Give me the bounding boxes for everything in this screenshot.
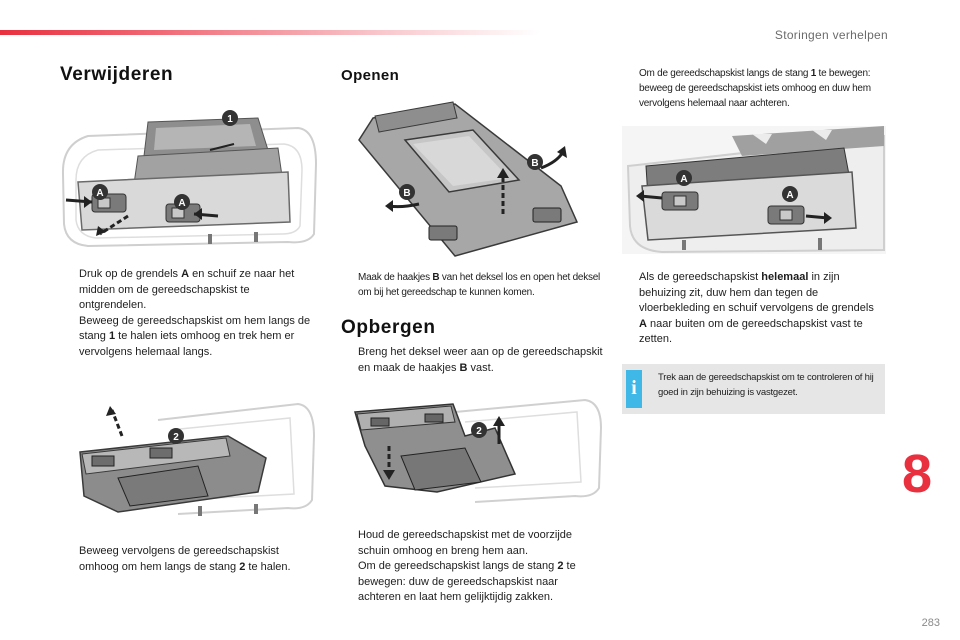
remove-steps: Druk op de grendels A en schuif ze naar … [62, 267, 312, 360]
figure-lock-latches: A A [622, 126, 886, 254]
store-step-3: Om de gereedschapskist langs de stang 2 … [358, 560, 576, 603]
right-top-step: Om de gereedschapskist langs de stang 1 … [639, 68, 871, 109]
label-2: 2 [173, 432, 179, 443]
info-icon: i [626, 370, 642, 408]
store-step-2: Houd de gereedschapskist met de voorzijd… [358, 529, 573, 557]
store-step-1: Breng het deksel weer aan op de gereedsc… [358, 346, 603, 374]
label-a-right: A [178, 198, 185, 209]
figure-remove-latches: A A 1 [58, 104, 320, 254]
label-a-right: A [786, 190, 793, 201]
label-b-right: B [531, 158, 538, 169]
chapter-number: 8 [902, 444, 933, 504]
figure-remove-lift: 2 [58, 396, 320, 526]
label-2: 2 [476, 426, 482, 437]
label-a-left: A [680, 174, 687, 185]
remove-step-1: Druk op de grendels A en schuif ze naar … [79, 268, 295, 311]
open-step: Maak de haakjes B van het deksel los en … [358, 272, 600, 298]
figure-open-lid: B B [345, 96, 605, 266]
heading-remove: Verwijderen [60, 64, 174, 85]
label-b-left: B [403, 188, 410, 199]
figure-store-box: 2 [345, 396, 607, 506]
remove-step-3: Beweeg vervolgens de gereedschapskist om… [79, 545, 291, 573]
label-a-left: A [96, 188, 103, 199]
section-title: Storingen verhelpen [774, 28, 888, 42]
header-accent-bar [0, 30, 540, 35]
label-1: 1 [227, 114, 233, 125]
heading-store: Opbergen [341, 317, 436, 338]
store-steps: Houd de gereedschapskist met de voorzijd… [341, 528, 603, 606]
right-step: Als de gereedschapskist helemaal in zijn… [639, 271, 874, 345]
remove-step-2: Beweeg de gereedschapskist om hem langs … [79, 314, 311, 358]
info-box: i Trek aan de gereedschapskist om te con… [622, 364, 885, 414]
info-text: Trek aan de gereedschapskist om te contr… [658, 372, 874, 398]
page-number: 283 [921, 617, 940, 629]
heading-open: Openen [341, 67, 400, 84]
